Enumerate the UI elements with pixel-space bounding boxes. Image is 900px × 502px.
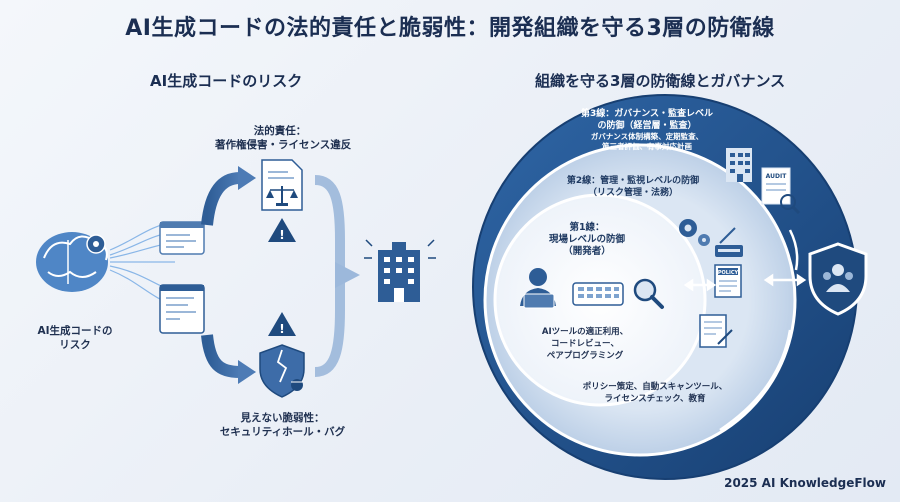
legal-label-line2: 著作権侵害・ライセンス違反	[215, 139, 352, 151]
layer2-description: ポリシー策定、自動スキャンツール、 ライセンスチェック、教育	[570, 381, 740, 405]
policy-document-icon	[714, 264, 742, 298]
layer1-line2: 現場レベルの防御	[548, 234, 625, 245]
legal-document-icon	[261, 159, 303, 211]
broken-shield-icon	[259, 344, 305, 398]
footer-credit: 2025 AI KnowledgeFlow	[724, 476, 886, 490]
layer1-desc1: AIツールの適正利用、	[541, 327, 629, 337]
code-window-top	[159, 221, 205, 255]
layer1-description: AIツールの適正利用、 コードレビュー、 ペアプログラミング	[530, 326, 640, 362]
warning-icon-bottom: !	[268, 312, 296, 336]
vuln-label-line2: セキュリティホール・バグ	[219, 426, 346, 438]
layer1-desc2: コードレビュー、	[551, 339, 619, 349]
audit-document-icon	[761, 167, 801, 215]
curved-arrows-outer	[719, 229, 799, 432]
page-title: AI生成コードの法的責任と脆弱性：開発組織を守る3層の防衛線	[125, 16, 775, 41]
merge-arrow	[314, 175, 345, 377]
layer2-line1: 第2線：管理・監視レベルの防御	[566, 176, 700, 186]
layer3-line2: の防御（経営層・監査）	[597, 121, 697, 131]
layer2-label: 第2線：管理・監視レベルの防御 （リスク管理・法務）	[563, 175, 703, 199]
layer3-label: 第3線：ガバナンス・監査レベル の防御（経営層・監査） ガバナンス体制構築、定期…	[572, 108, 722, 152]
layer1-line3: （開発者）	[563, 246, 611, 257]
building-icon	[364, 239, 436, 302]
brain-label: AI生成コードの リスク	[20, 324, 130, 352]
vuln-label-line1: 見えない脆弱性：	[240, 412, 325, 424]
double-arrow-outer	[763, 273, 807, 287]
left-heading: AI生成コードのリスク	[150, 72, 303, 90]
svg-text:!: !	[279, 228, 284, 242]
merge-arrowhead	[335, 262, 360, 288]
layer1-desc3: ペアプログラミング	[546, 351, 624, 361]
governance-shield-icon	[808, 242, 868, 316]
layer1-line1: 第1線：	[569, 222, 605, 233]
legal-label: 法的責任： 著作権侵害・ライセンス違反	[215, 124, 352, 152]
layer3-line4: 第三者評価、有事対応計画	[602, 142, 692, 151]
svg-text:!: !	[279, 322, 284, 336]
keyboard-icon	[572, 282, 624, 306]
arrow-up	[201, 166, 256, 226]
brain-label-line2: リスク	[59, 339, 91, 351]
scanner-icon	[715, 227, 743, 257]
layer2-line2: （リスク管理・法務）	[587, 188, 678, 198]
magnifier-icon	[633, 278, 664, 309]
layer1-label: 第1線： 現場レベルの防御 （開発者）	[542, 222, 632, 258]
vuln-label: 見えない脆弱性： セキュリティホール・バグ	[215, 411, 350, 439]
double-arrow-inner	[683, 278, 717, 292]
hq-building-icon	[726, 148, 752, 182]
arrow-down	[201, 334, 256, 384]
layer3-line3: ガバナンス体制構築、定期監査、	[590, 132, 704, 141]
developer-icon	[520, 268, 556, 309]
layer2-desc2: ライセンスチェック、教育	[604, 394, 706, 404]
gears-icon	[679, 219, 710, 246]
audit-tag: AUDIT	[766, 173, 788, 180]
code-window-bottom	[159, 284, 205, 334]
layer3-line1: 第3線：ガバナンス・監査レベル	[580, 109, 714, 119]
policy-tag: POLICY	[718, 270, 739, 276]
brain-icon	[36, 232, 108, 292]
layer2-desc1: ポリシー策定、自動スキャンツール、	[582, 382, 728, 392]
legal-label-line1: 法的責任：	[253, 125, 307, 137]
signed-document-icon	[699, 314, 733, 348]
warning-icon-top: !	[268, 218, 296, 242]
right-heading: 組織を守る3層の防衛線とガバナンス	[535, 72, 786, 90]
brain-label-line1: AI生成コードの	[37, 325, 113, 337]
